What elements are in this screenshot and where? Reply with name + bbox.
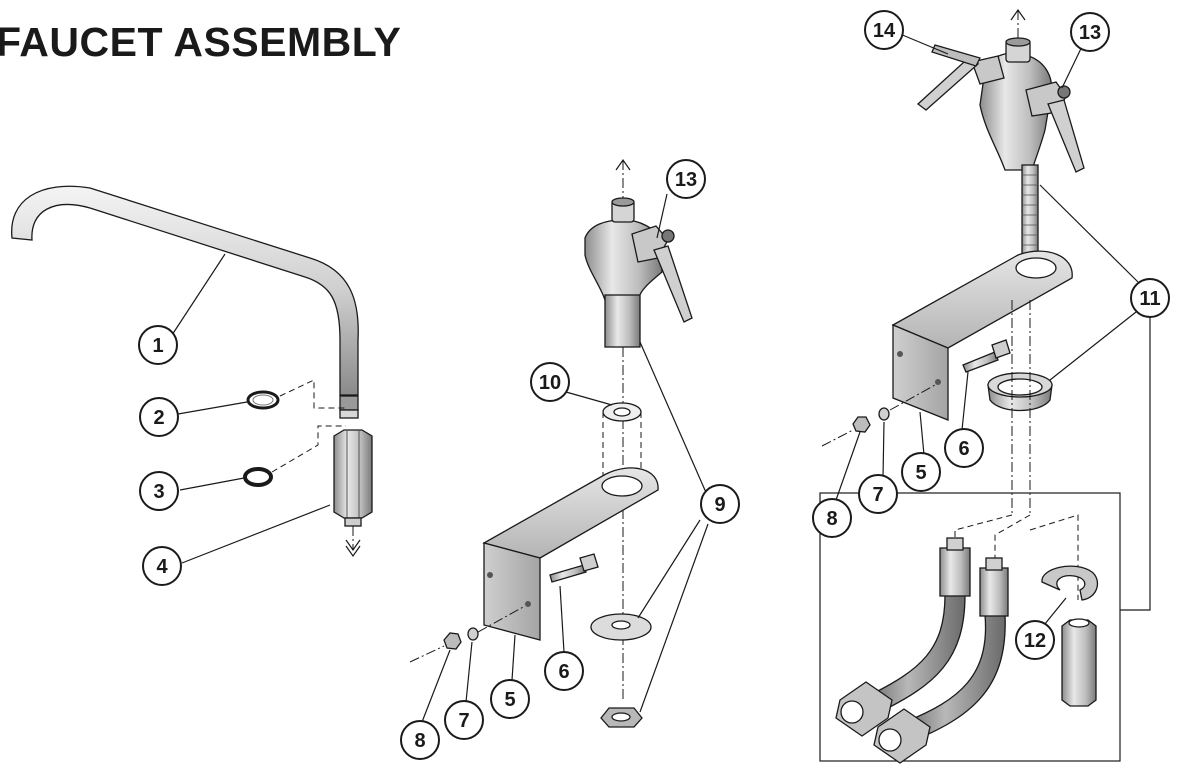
- svg-text:13: 13: [1079, 22, 1101, 44]
- callouts: 1 2 3 4 10 13 9 6 5 7 8 14 13 11 6 5 7 8…: [138, 10, 1170, 760]
- svg-text:3: 3: [153, 481, 164, 503]
- svg-text:12: 12: [1024, 630, 1046, 652]
- svg-text:7: 7: [458, 710, 469, 732]
- callout-13-right: 13: [1070, 12, 1110, 52]
- hex-adapter: [333, 429, 373, 519]
- svg-text:4: 4: [156, 556, 168, 578]
- callout-5-middle: 5: [490, 679, 530, 719]
- callout-9: 9: [700, 484, 740, 524]
- hex-nut-double: [852, 416, 871, 433]
- svg-text:5: 5: [915, 462, 926, 484]
- o-ring: [243, 467, 273, 487]
- bolt-double: [962, 351, 999, 373]
- page-title: FAUCET ASSEMBLY: [0, 19, 402, 65]
- callout-1: 1: [138, 325, 178, 365]
- svg-text:11: 11: [1139, 288, 1160, 310]
- lock-washer: [467, 627, 479, 641]
- svg-text:7: 7: [872, 484, 883, 506]
- svg-text:6: 6: [558, 661, 569, 683]
- svg-text:13: 13: [675, 169, 697, 191]
- spout-assembly: [11, 185, 373, 564]
- callout-7-right: 7: [858, 474, 898, 514]
- long-shank: [1021, 164, 1039, 261]
- callout-7-middle: 7: [444, 700, 484, 740]
- callout-12: 12: [1015, 620, 1055, 660]
- callout-2: 2: [139, 397, 179, 437]
- inset-box: [819, 492, 1121, 762]
- svg-text:1: 1: [152, 335, 163, 357]
- lock-washer-double: [878, 407, 890, 421]
- svg-text:2: 2: [153, 407, 164, 429]
- retaining-ring: [246, 390, 280, 410]
- callout-11: 11: [1130, 278, 1170, 318]
- callout-4: 4: [142, 546, 182, 586]
- svg-text:8: 8: [826, 508, 837, 530]
- callout-10: 10: [530, 362, 570, 402]
- callout-6-middle: 6: [544, 651, 584, 691]
- left-handle: [916, 61, 980, 111]
- svg-text:9: 9: [714, 494, 725, 516]
- svg-text:8: 8: [414, 730, 425, 752]
- coupling-nut: [1061, 619, 1097, 707]
- valve-handle: [653, 245, 693, 323]
- valve-shank: [604, 294, 641, 348]
- svg-text:5: 5: [504, 689, 515, 711]
- callout-3: 3: [139, 471, 179, 511]
- callout-13-middle: 13: [666, 159, 706, 199]
- callout-6-right: 6: [944, 428, 984, 468]
- spout-tube: [11, 185, 359, 396]
- hex-nut: [443, 632, 462, 650]
- svg-text:10: 10: [539, 372, 561, 394]
- svg-text:14: 14: [873, 20, 896, 42]
- callout-8-middle: 8: [400, 720, 440, 760]
- callout-8-right: 8: [812, 498, 852, 538]
- bolt: [549, 564, 587, 583]
- svg-text:6: 6: [958, 438, 969, 460]
- double-valve-assembly: [819, 8, 1151, 764]
- callout-14: 14: [864, 10, 904, 50]
- single-valve-assembly: [409, 158, 709, 728]
- right-handle: [1047, 99, 1085, 173]
- c-clip: [1041, 565, 1099, 601]
- callout-5-right: 5: [901, 452, 941, 492]
